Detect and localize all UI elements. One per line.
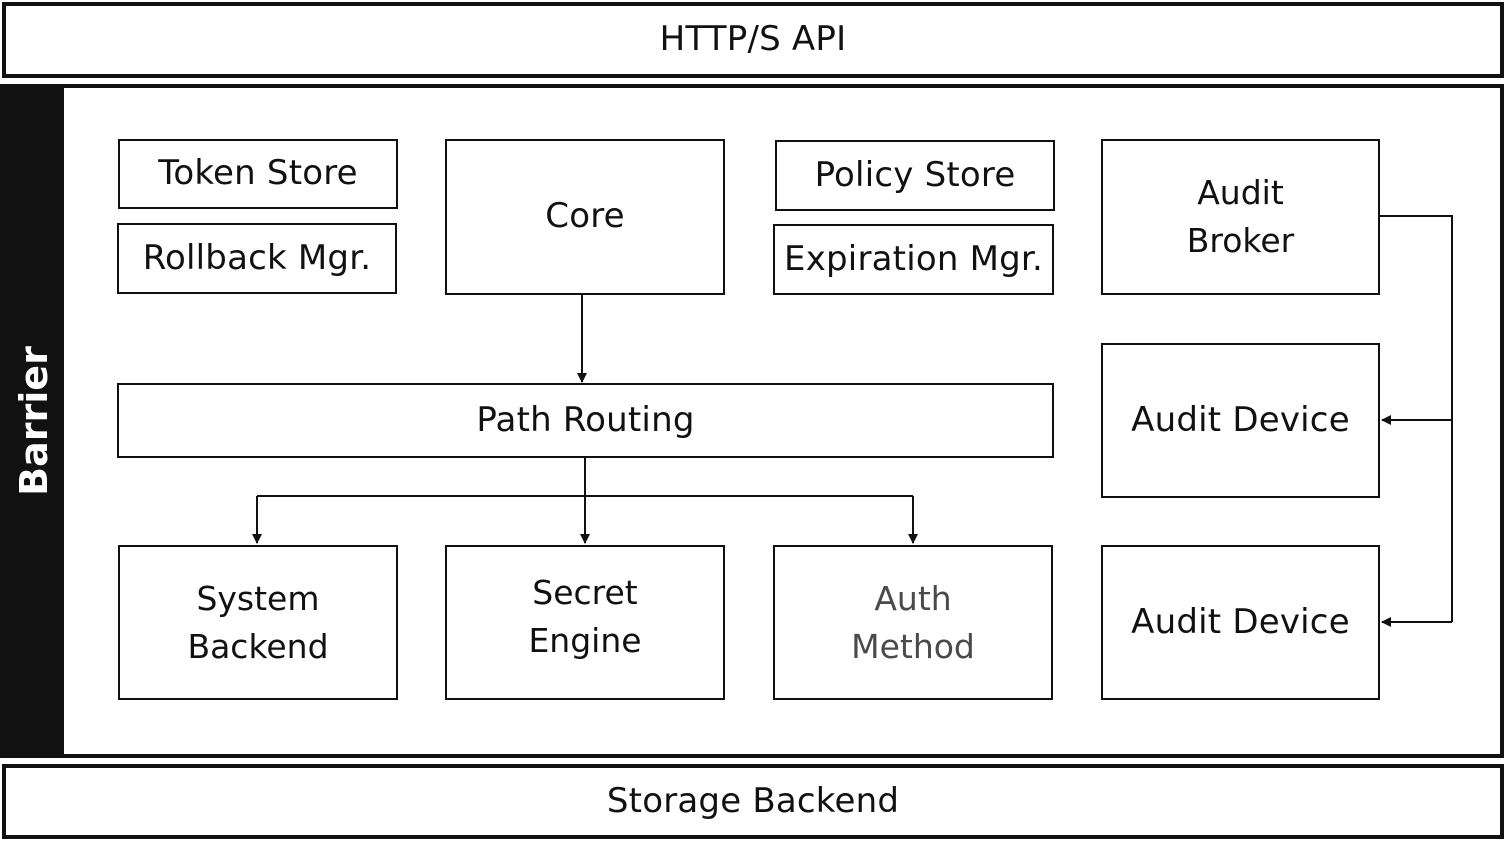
audit-device-label-2: Audit Device: [1131, 601, 1350, 642]
system-backend-line-2: Backend: [187, 626, 329, 666]
system-backend-line-1: System: [196, 578, 320, 618]
policy-store-box: Policy Store: [775, 140, 1055, 211]
path-routing-label: Path Routing: [476, 399, 695, 440]
rollback-mgr-label: Rollback Mgr.: [142, 237, 372, 278]
storage-backend-label: Storage Backend: [606, 780, 900, 821]
audit-device-box-2: Audit Device: [1101, 545, 1380, 700]
storage-backend-layer: Storage Backend: [2, 764, 1504, 839]
auth-method-line-1: Auth: [874, 578, 952, 618]
audit-broker-label: Audit Broker: [1187, 169, 1294, 265]
token-store-box: Token Store: [118, 139, 398, 209]
audit-broker-line-2: Broker: [1186, 221, 1295, 260]
auth-method-line-2: Method: [851, 626, 975, 666]
token-store-label: Token Store: [158, 153, 358, 194]
audit-device-label-1: Audit Device: [1131, 399, 1350, 440]
audit-broker-box: Audit Broker: [1101, 139, 1380, 295]
expiration-mgr-box: Expiration Mgr.: [773, 224, 1054, 295]
system-backend-box: System Backend: [118, 545, 398, 700]
audit-broker-line-1: Audit: [1197, 173, 1284, 213]
barrier-bar: [4, 88, 64, 754]
auth-method-label: Auth Method: [851, 575, 975, 671]
auth-method-box: Auth Method: [773, 545, 1053, 700]
audit-device-box-1: Audit Device: [1101, 343, 1380, 498]
secret-engine-label: Secret Engine: [528, 569, 641, 665]
audit-broker-bus: [1380, 215, 1453, 622]
http-api-layer: HTTP/S API: [2, 2, 1504, 78]
system-backend-label: System Backend: [187, 575, 328, 671]
http-api-label: HTTP/S API: [659, 19, 847, 60]
expiration-mgr-label: Expiration Mgr.: [784, 238, 1043, 279]
rollback-mgr-box: Rollback Mgr.: [117, 223, 397, 294]
path-routing-box: Path Routing: [117, 383, 1054, 458]
secret-engine-line-1: Secret: [532, 573, 638, 612]
policy-store-label: Policy Store: [814, 154, 1016, 195]
secret-engine-box: Secret Engine: [445, 545, 725, 700]
secret-engine-line-2: Engine: [528, 620, 642, 660]
core-box: Core: [445, 139, 725, 295]
core-label: Core: [545, 196, 625, 236]
